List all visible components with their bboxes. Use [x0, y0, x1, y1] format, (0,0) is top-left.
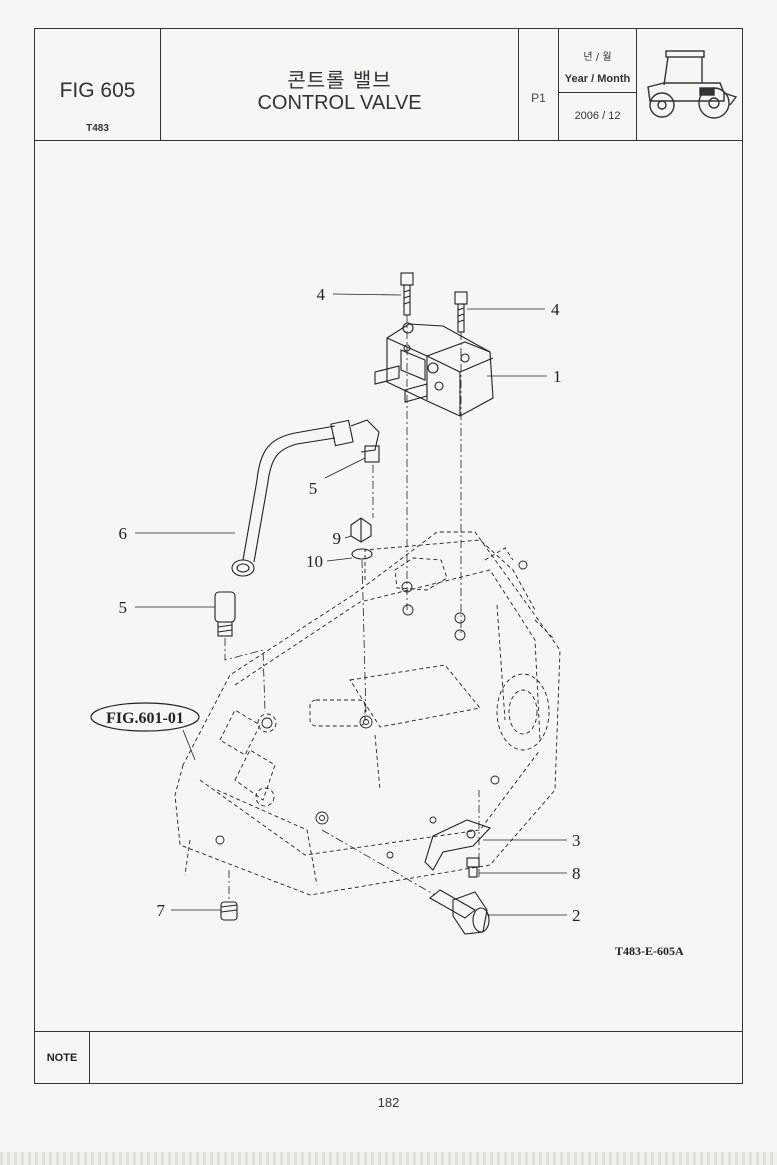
leader-lines [135, 293, 567, 916]
page-code-cell: P1 [519, 29, 559, 140]
fig-number: FIG 605 [59, 79, 136, 102]
drain-plug [220, 901, 238, 921]
page-number: 182 [377, 1095, 400, 1110]
callout-5: 5 [119, 598, 128, 617]
title-block: FIG 605 T483 콘트롤 밸브 CONTROL VALVE P1 년 /… [35, 29, 742, 141]
title-english: CONTROL VALVE [257, 92, 422, 114]
transmission-housing [174, 531, 561, 896]
housing-holes [215, 560, 528, 859]
drawing-number: T483-E-605A [615, 944, 684, 958]
assembly-guides [224, 315, 480, 902]
year-month-value: 2006 / 12 [574, 110, 621, 122]
plug [350, 517, 372, 543]
callout-5: 5 [309, 479, 318, 498]
year-month-label-korean: 년 / 월 [583, 52, 612, 63]
fig-number-cell: FIG 605 T483 [35, 29, 161, 140]
fig-reference-label: FIG.601-01 [106, 710, 184, 727]
part-callouts: 4 4 1 5 6 9 10 5 3 8 2 7 FIG.601-01 T483… [106, 285, 684, 958]
note-label: NOTE [35, 1032, 90, 1084]
fig-reference-outline [90, 702, 200, 732]
model-code: T483 [86, 123, 109, 134]
switch [429, 889, 490, 935]
elbow-fitting [214, 591, 236, 637]
callout-4: 4 [551, 300, 560, 319]
page-frame: FIG 605 T483 콘트롤 밸브 CONTROL VALVE P1 년 /… [34, 28, 743, 1084]
year-month-label: Year / Month [564, 73, 631, 85]
oil-pipe [231, 419, 380, 577]
mounting-bolts [400, 272, 468, 333]
exploded-parts-diagram: 4 4 1 5 6 9 10 5 3 8 2 7 FIG.601-01 T483… [90, 272, 684, 958]
title-korean: 콘트롤 밸브 [287, 68, 392, 92]
page-code: P1 [531, 91, 546, 105]
callout-7: 7 [157, 901, 166, 920]
thumbnail-cell [637, 29, 742, 140]
o-ring [351, 548, 373, 560]
control-valve-body [374, 322, 494, 417]
note-row: NOTE [35, 1031, 742, 1084]
callout-2: 2 [572, 906, 581, 925]
callout-9: 9 [333, 529, 342, 548]
title-cell: 콘트롤 밸브 CONTROL VALVE [161, 29, 519, 140]
callout-4: 4 [317, 285, 326, 304]
scan-edge [0, 1152, 777, 1165]
callout-1: 1 [553, 367, 562, 386]
bracket [424, 819, 491, 871]
callout-10: 10 [306, 552, 323, 571]
bracket-bolt [466, 857, 480, 878]
callout-6: 6 [119, 524, 128, 543]
callout-8: 8 [572, 864, 581, 883]
date-cell: 년 / 월 Year / Month 2006 / 12 [559, 29, 637, 140]
callout-3: 3 [572, 831, 581, 850]
date-divider [559, 92, 636, 93]
tractor-icon [647, 50, 738, 119]
